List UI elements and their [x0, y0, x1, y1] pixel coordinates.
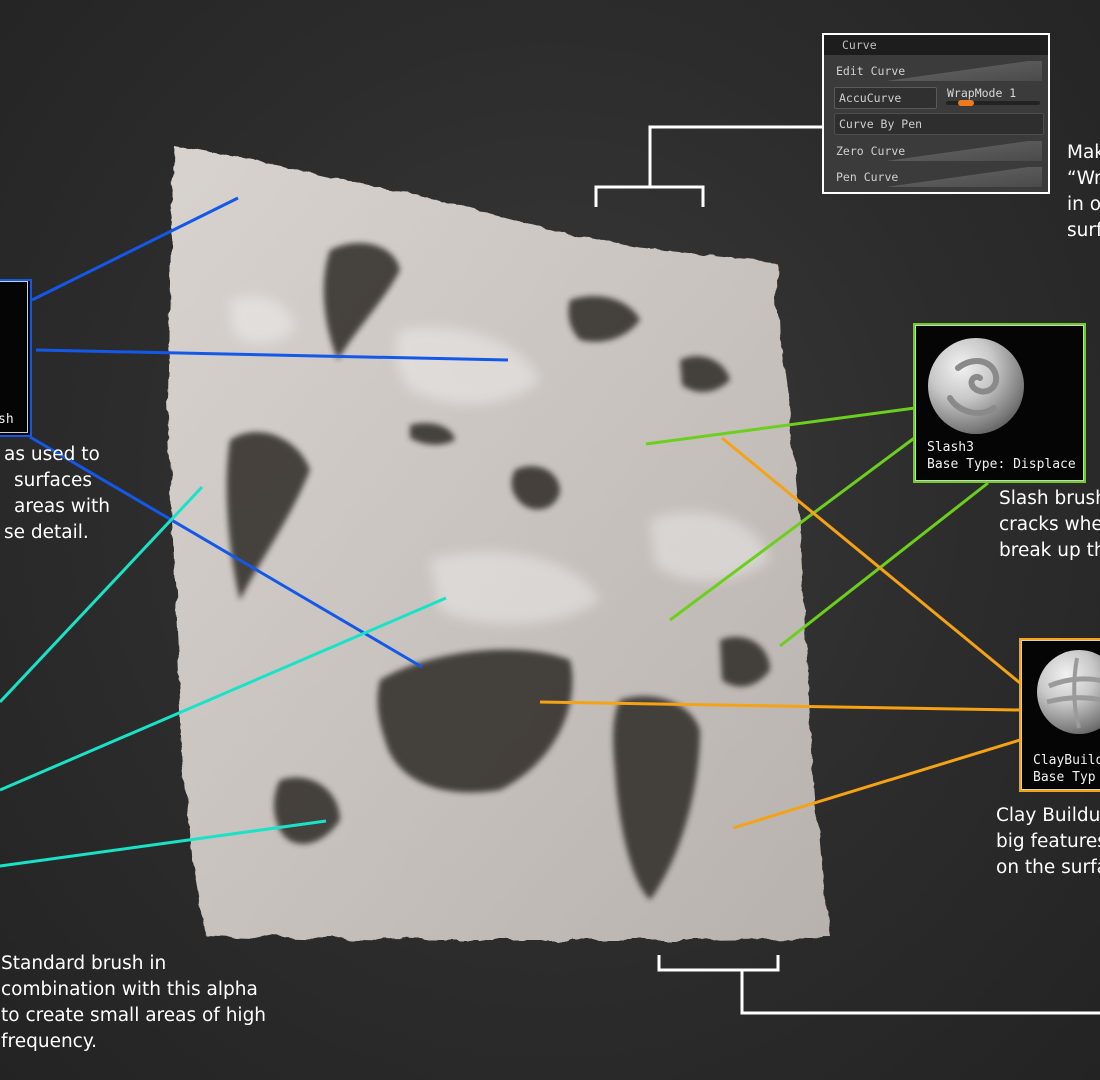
bottom-bracket — [657, 955, 780, 972]
curve-caption-line-1: Mak — [1067, 142, 1100, 163]
standard-caption-line-4: frequency. — [1, 1031, 98, 1052]
blue-callout-line-1 — [31, 196, 239, 302]
cyan-callout-line-2 — [0, 596, 447, 792]
green-callout-line-3 — [779, 481, 989, 648]
claybuildup-base-type: Base Typ — [1033, 770, 1096, 785]
claybuildup-brush-panel[interactable]: ClayBuild Base Typ — [1019, 638, 1100, 792]
clay-caption-line-3: on the surfa — [996, 857, 1100, 878]
standard-brush-caption: Standard brush in combination with this … — [1, 951, 266, 1055]
blue-callout-line-2 — [35, 348, 509, 362]
green-callout-line-2 — [669, 434, 918, 622]
top-bracket — [594, 185, 705, 207]
curve-caption-line-3: in o — [1067, 194, 1100, 215]
standard-caption-line-2: combination with this alpha — [1, 979, 258, 1000]
claybuildup-stroke-pattern — [1046, 657, 1100, 729]
left-brush-name: sh — [0, 412, 14, 427]
orange-callout-line-2 — [539, 700, 1021, 712]
standard-caption-line-3: to create small areas of high — [1, 1005, 267, 1026]
slash3-sphere-image — [928, 338, 1024, 434]
left-brush-panel-inner — [0, 281, 28, 433]
slash-caption-line-3: break up th — [999, 540, 1100, 561]
curve-by-pen-button[interactable]: Curve By Pen — [834, 113, 1044, 135]
wrapmode-slider[interactable]: WrapMode 1 — [942, 86, 1044, 108]
accucurve-button[interactable]: AccuCurve — [834, 87, 937, 109]
wrapmode-knob[interactable] — [958, 100, 974, 106]
curve-caption: Mak “Wr in o surf — [1067, 140, 1100, 244]
standard-caption-line-1: Standard brush in — [1, 953, 167, 974]
left-brush-panel[interactable]: sh — [0, 279, 32, 437]
curve-panel-title: Curve — [824, 35, 1048, 55]
slash-caption-line-2: cracks when — [999, 514, 1100, 535]
top-bracket-connector — [648, 125, 822, 187]
claybuildup-brush-thumbnail — [1021, 640, 1100, 790]
pen-curve-row[interactable]: Pen Curve — [834, 167, 1042, 187]
wrapmode-track — [946, 101, 1040, 105]
wrapmode-label: WrapMode 1 — [947, 86, 1017, 100]
left-caption-line-2: surfaces — [14, 470, 93, 491]
curve-caption-line-4: surf — [1067, 220, 1100, 241]
left-caption-line-4: se detail. — [4, 522, 89, 543]
terrain-surface — [168, 146, 832, 940]
slash3-brush-name: Slash3 — [927, 440, 974, 455]
cyan-callout-line-1 — [0, 485, 204, 704]
clay-caption-line-1: Clay Buildup — [996, 805, 1100, 826]
curve-panel: Curve Edit Curve AccuCurve WrapMode 1 Cu… — [822, 33, 1050, 194]
claybuildup-brush-name: ClayBuild — [1033, 753, 1100, 768]
slash3-base-type: Base Type: Displace — [927, 457, 1076, 472]
orange-callout-line-1 — [721, 436, 1021, 685]
slash-caption: Slash brush cracks when break up th — [999, 486, 1100, 564]
slash3-brush-panel[interactable]: Slash3 Base Type: Displace — [913, 323, 1086, 483]
green-callout-line-1 — [645, 406, 916, 446]
clay-caption-line-2: big features — [996, 831, 1100, 852]
clay-caption: Clay Buildup big features on the surfa — [996, 803, 1100, 881]
cyan-callout-line-3 — [0, 819, 327, 868]
curve-caption-line-2: “Wr — [1067, 168, 1100, 189]
left-brush-caption: as used to surfaces areas with se detail… — [0, 442, 110, 546]
left-caption-line-3: areas with — [14, 496, 111, 517]
slash-caption-line-1: Slash brush — [999, 488, 1100, 509]
claybuildup-sphere-image — [1037, 650, 1100, 734]
slash3-swirl-pattern — [947, 358, 1000, 416]
zero-curve-row[interactable]: Zero Curve — [834, 141, 1042, 161]
blue-callout-line-3 — [29, 435, 423, 669]
left-caption-line-1: as used to — [4, 444, 100, 465]
edit-curve-row[interactable]: Edit Curve — [834, 61, 1042, 81]
slash3-brush-thumbnail — [915, 325, 1084, 481]
orange-callout-line-3 — [732, 738, 1021, 830]
bottom-bracket-connector — [740, 970, 1100, 1015]
